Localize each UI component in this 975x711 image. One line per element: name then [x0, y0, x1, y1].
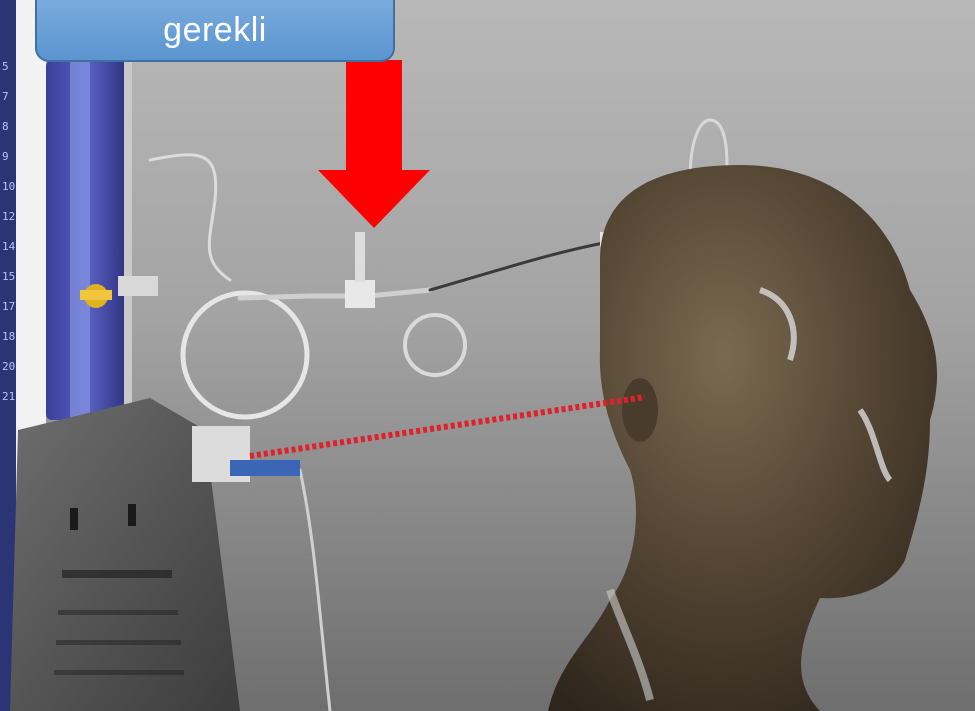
svg-text:21: 21 — [2, 390, 15, 403]
svg-text:14: 14 — [2, 240, 16, 253]
svg-text:5: 5 — [2, 60, 9, 73]
callout-box: gerekli — [35, 0, 395, 62]
svg-text:9: 9 — [2, 150, 9, 163]
svg-text:15: 15 — [2, 270, 15, 283]
svg-text:7: 7 — [2, 90, 9, 103]
callout-label: gerekli — [163, 10, 267, 50]
svg-text:8: 8 — [2, 120, 9, 133]
svg-text:20: 20 — [2, 360, 15, 373]
svg-text:10: 10 — [2, 180, 15, 193]
svg-text:12: 12 — [2, 210, 15, 223]
svg-text:18: 18 — [2, 330, 15, 343]
svg-text:17: 17 — [2, 300, 15, 313]
